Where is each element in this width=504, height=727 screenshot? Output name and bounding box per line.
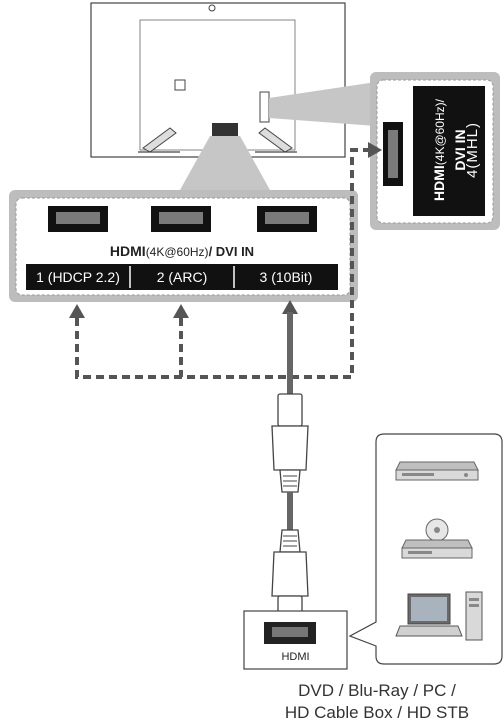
port-label-bar: [26, 264, 338, 290]
dvd-player-icon: [395, 461, 479, 481]
device-hdmi-label: HDMI: [281, 651, 310, 663]
main-hdmi-spec: (4K@60Hz): [145, 245, 209, 259]
side-hdmi-logo: HDMI: [431, 165, 447, 201]
devices-bubble: [348, 433, 503, 665]
main-panel-header: HDMI(4K@60Hz)/ DVI IN: [26, 240, 338, 262]
tv-back-view: [90, 2, 346, 158]
hdmi-port-2: [151, 206, 211, 232]
port-label-2: 2 (ARC): [156, 269, 208, 285]
side-port-label-box: [413, 86, 485, 216]
main-hdmi-logo: HDMI: [109, 243, 146, 259]
side-panel-callout: [269, 82, 376, 126]
main-hdmi-panel: [9, 190, 358, 302]
connection-arrows: [69, 142, 382, 318]
side-port-number: 4(MHL): [464, 122, 481, 179]
port-label-3: 3 (10Bit): [259, 269, 313, 285]
port-label-1: 1 (HDCP 2.2): [36, 269, 120, 285]
side-hdmi-spec: (4K@60Hz)/: [433, 99, 447, 166]
hdmi-port-1: [48, 206, 108, 232]
tv-stand-left: [138, 127, 180, 153]
side-hdmi-panel: [370, 72, 500, 230]
main-dvi-label: / DVI IN: [208, 244, 255, 259]
hdmi-port-3: [257, 206, 317, 232]
blu-ray-player-icon: [401, 518, 473, 559]
alternative-connection-lines: [75, 148, 372, 379]
cable-plug-top: [277, 393, 303, 427]
device-caption-line-1: DVD / Blu-Ray / PC /: [298, 681, 456, 700]
pc-icon: [395, 591, 483, 641]
hdmi-cable: [271, 312, 309, 629]
device-caption-line-2: HD Cable Box / HD STB: [284, 703, 470, 722]
side-port-number-wrap: 4(MHL): [458, 80, 488, 220]
device-hdmi-box: [243, 610, 348, 670]
tv-stand-right: [255, 127, 297, 153]
main-panel-callout: [180, 136, 270, 190]
